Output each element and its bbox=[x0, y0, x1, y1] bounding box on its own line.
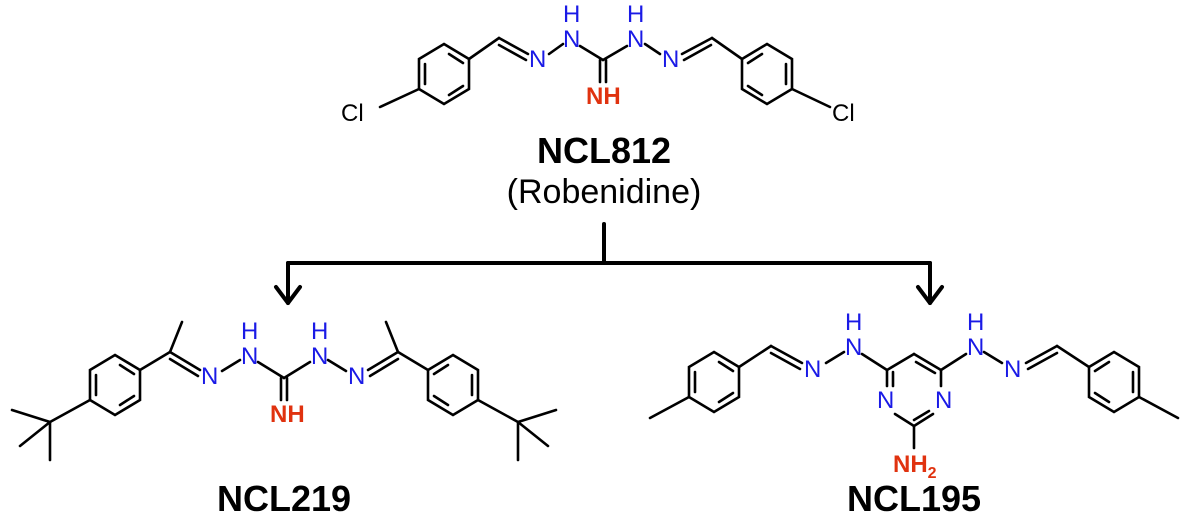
bond bbox=[1026, 351, 1059, 371]
atom-label: H bbox=[311, 318, 328, 345]
atom-label: H bbox=[845, 309, 862, 336]
benzene-ring bbox=[88, 353, 142, 417]
atom-label: N bbox=[563, 26, 580, 53]
atom-label: N bbox=[529, 46, 546, 73]
atom-label: N bbox=[348, 363, 365, 390]
atom-label: H bbox=[967, 309, 984, 336]
atom-label: NH bbox=[270, 401, 305, 428]
arrow-head bbox=[916, 285, 944, 305]
bond bbox=[48, 398, 92, 424]
bond bbox=[10, 408, 52, 424]
bond bbox=[168, 350, 202, 372]
compound-name: NCL812 bbox=[537, 130, 671, 171]
bond bbox=[912, 412, 935, 428]
atom-label: N bbox=[662, 46, 679, 73]
bond bbox=[601, 44, 629, 62]
bond bbox=[282, 360, 312, 380]
bond bbox=[366, 350, 400, 372]
bond bbox=[516, 420, 550, 448]
bond bbox=[790, 87, 832, 109]
bond bbox=[220, 358, 242, 373]
bond bbox=[168, 357, 200, 378]
atom-label: N bbox=[311, 343, 328, 370]
bond bbox=[737, 344, 773, 369]
bond bbox=[256, 360, 286, 380]
bond bbox=[18, 420, 52, 448]
bond bbox=[138, 350, 172, 372]
bond bbox=[824, 350, 846, 365]
bond bbox=[769, 351, 802, 371]
bond bbox=[860, 352, 889, 372]
bond bbox=[378, 87, 421, 109]
bond bbox=[326, 358, 348, 373]
atom-label: N bbox=[804, 356, 821, 383]
atom-label: N bbox=[1004, 356, 1021, 383]
bond bbox=[982, 350, 1004, 365]
atom-label: Cl bbox=[341, 100, 364, 127]
bond bbox=[643, 42, 662, 56]
bond bbox=[497, 43, 528, 62]
bond bbox=[547, 42, 565, 56]
atom-label: N bbox=[241, 343, 258, 370]
bond bbox=[396, 350, 430, 372]
bond bbox=[682, 43, 713, 62]
atom-label: H bbox=[563, 1, 580, 28]
bond bbox=[912, 352, 943, 372]
atom-label: N bbox=[877, 387, 894, 414]
bond bbox=[467, 36, 501, 61]
bond bbox=[769, 344, 804, 365]
atom-label: N bbox=[201, 363, 218, 390]
atom-label: N bbox=[967, 334, 984, 361]
atom-label: N bbox=[935, 387, 952, 414]
compound-name: NCL195 bbox=[847, 478, 981, 519]
bond bbox=[516, 408, 558, 424]
bond bbox=[497, 36, 530, 56]
compound-name: NCL219 bbox=[217, 478, 351, 519]
bond bbox=[1137, 395, 1180, 420]
structure-ncl812: Cl N H N H N N NH Cl NCL812 (Robenidine) bbox=[341, 1, 855, 211]
bond bbox=[893, 412, 916, 428]
bond bbox=[885, 352, 916, 372]
atom-label: NH2 bbox=[893, 451, 937, 482]
bond bbox=[578, 44, 605, 62]
atom-label: Cl bbox=[832, 100, 855, 127]
atom-label: H bbox=[241, 318, 258, 345]
compound-subname: (Robenidine) bbox=[507, 173, 702, 211]
bond bbox=[912, 409, 931, 422]
bond bbox=[1024, 344, 1059, 365]
bond bbox=[384, 320, 400, 354]
bond bbox=[680, 36, 714, 56]
bond bbox=[648, 395, 691, 420]
structure-ncl219: N H N H N N NH NCL219 bbox=[10, 318, 558, 519]
arrow-head bbox=[274, 285, 302, 305]
branch-arrows bbox=[274, 222, 944, 305]
atom-label: N bbox=[845, 334, 862, 361]
atom-label: H bbox=[627, 1, 644, 28]
bond bbox=[168, 320, 184, 354]
bond bbox=[476, 398, 520, 424]
benzene-ring bbox=[1087, 350, 1141, 414]
bond bbox=[914, 360, 937, 375]
benzene-ring bbox=[417, 42, 471, 106]
bond bbox=[710, 36, 744, 61]
benzene-ring bbox=[687, 350, 741, 414]
structure-ncl195: H N N H N N N N NH2 NCL195 bbox=[648, 309, 1180, 519]
benzene-ring bbox=[426, 353, 480, 417]
atom-label: NH bbox=[586, 83, 621, 110]
bond bbox=[368, 357, 400, 378]
atom-label: N bbox=[627, 26, 644, 53]
benzene-ring bbox=[740, 42, 794, 106]
bond bbox=[939, 352, 968, 372]
bond bbox=[1055, 344, 1091, 369]
